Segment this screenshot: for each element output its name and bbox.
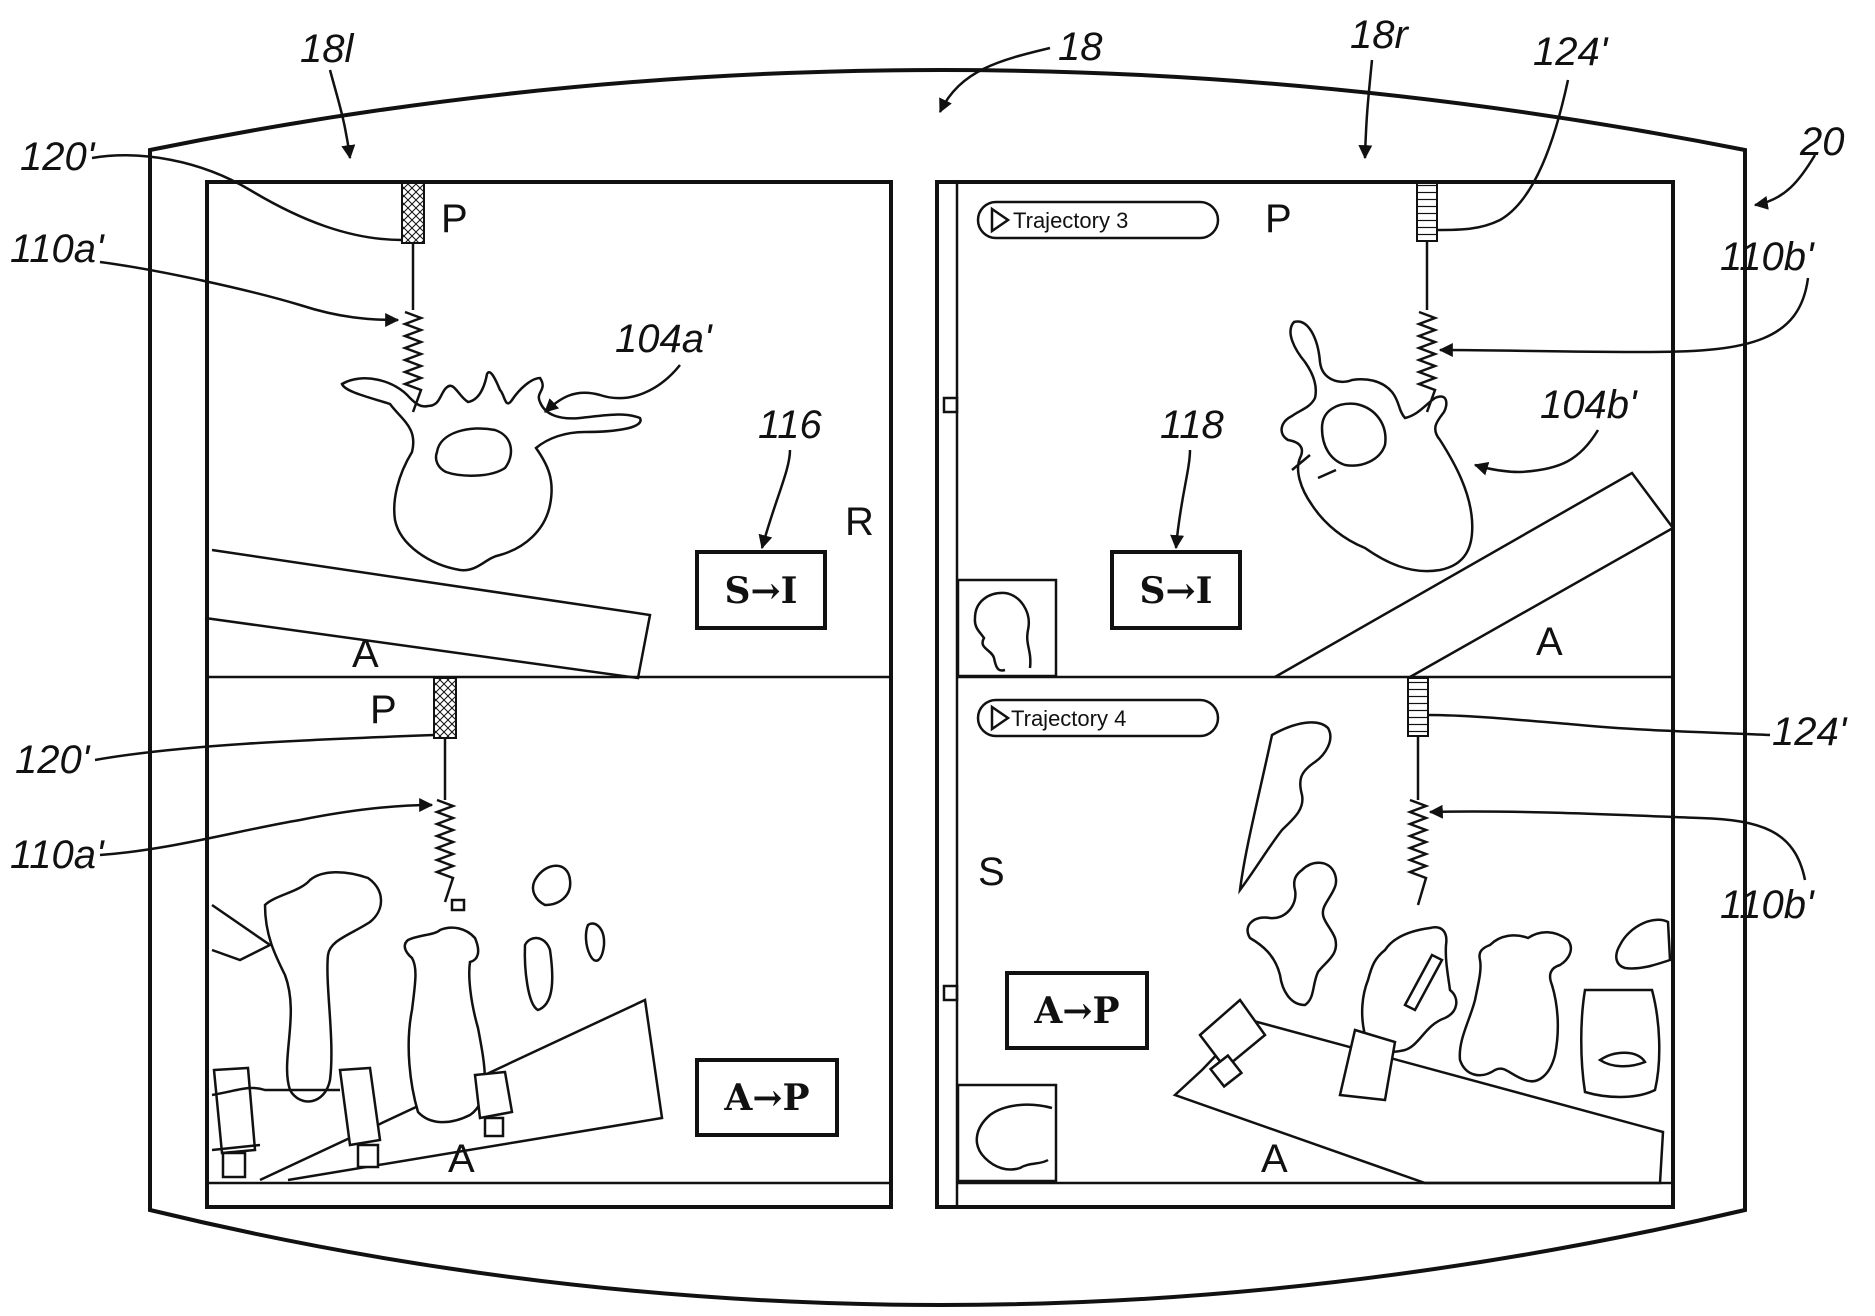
ref-104b: 104b' [1540, 383, 1638, 427]
vertebral-foramen [1322, 404, 1385, 466]
vertebra-sagittal [1460, 932, 1571, 1081]
bone-edge [212, 905, 270, 960]
trajectory-label: Trajectory 4 [1011, 706, 1126, 731]
panel-right-top: Trajectory 3 P A S→I [958, 183, 1673, 677]
direction-indicator: A→P [1033, 990, 1119, 1032]
hip-implant [340, 1068, 380, 1145]
ref-118: 118 [1160, 403, 1225, 447]
bone-fragment [533, 866, 570, 905]
ref-120-top: 120' [20, 135, 96, 179]
orient-top: P [441, 197, 468, 241]
direction-indicator: S→I [1139, 570, 1212, 612]
direction-indicator: S→I [724, 570, 797, 612]
hip-implant [1200, 1000, 1265, 1068]
vertebra-sagittal-1 [265, 872, 381, 1101]
hip-implant [1340, 1030, 1395, 1100]
needle-handle-120 [434, 678, 456, 738]
scroll-marker [944, 398, 957, 412]
vertebra-sagittal-2 [405, 928, 485, 1123]
orient-top: P [1265, 197, 1292, 241]
screw-110b [1419, 312, 1435, 412]
ref-116: 116 [758, 403, 823, 447]
hip-implant [475, 1072, 512, 1118]
ref-18r: 18r [1350, 13, 1409, 57]
direction-indicator: A→P [723, 1077, 809, 1119]
orientation-thumbnail[interactable] [958, 1085, 1056, 1181]
orient-bottom: A [352, 632, 379, 676]
trajectory-4-button[interactable]: Trajectory 4 [978, 700, 1218, 736]
ref-120-bottom: 120' [15, 738, 91, 782]
orient-top: P [370, 688, 397, 732]
bone-fragment [1248, 863, 1337, 1005]
ref-18: 18 [1058, 25, 1103, 69]
trajectory-3-button[interactable]: Trajectory 3 [978, 202, 1218, 238]
display-left: P R A S→I P [205, 182, 891, 1207]
ref-18l: 18l [300, 27, 354, 71]
vertebral-foramen [436, 428, 511, 475]
ref-110a-top: 110a' [10, 227, 105, 271]
vertebra-sagittal [1581, 990, 1659, 1097]
orient-left: S [978, 850, 1005, 894]
orient-bottom: A [448, 1137, 475, 1181]
bone-fragment [586, 924, 604, 961]
screw-110b [1410, 800, 1426, 905]
vertebra-sagittal [1362, 927, 1456, 1052]
needle-handle-120 [402, 183, 424, 243]
ref-124-top: 124' [1533, 30, 1609, 74]
orientation-thumbnail[interactable] [958, 580, 1056, 676]
trajectory-label: Trajectory 3 [1013, 208, 1128, 233]
table-bar [205, 550, 650, 678]
orient-bottom: A [1536, 620, 1563, 664]
panel-left-bottom: P A A→P [212, 678, 837, 1181]
ref-110a-bottom: 110a' [10, 833, 105, 877]
hip-implant [214, 1068, 255, 1153]
needle-handle-124 [1417, 183, 1437, 241]
ref-110b-top: 110b' [1720, 235, 1815, 279]
panel-right-bottom: Trajectory 4 S A A→P [958, 678, 1670, 1183]
bone-fragment [1616, 920, 1670, 969]
ref-110b-bottom: 110b' [1720, 883, 1815, 927]
orient-right: R [845, 500, 874, 544]
display-right: Trajectory 3 P A S→I [937, 182, 1673, 1207]
screw-110a [437, 800, 453, 902]
ref-124-bottom: 124' [1772, 710, 1848, 754]
bone-fragment [525, 938, 552, 1010]
needle-handle-124 [1408, 678, 1428, 736]
scroll-marker [944, 986, 957, 1000]
orient-bottom: A [1261, 1137, 1288, 1181]
ref-20: 20 [1799, 120, 1845, 164]
ref-104a: 104a' [615, 317, 713, 361]
